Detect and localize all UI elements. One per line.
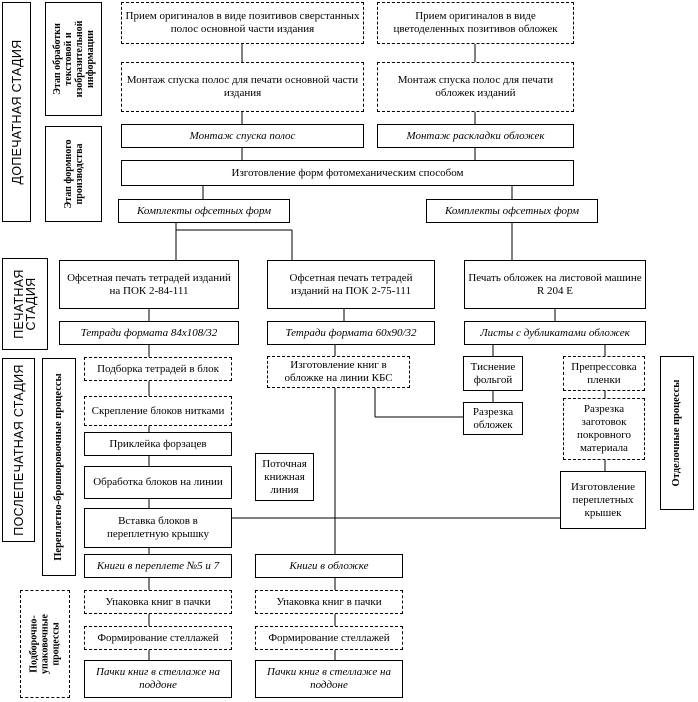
stage-prepress: ДОПЕЧАТНАЯ СТАДИЯ [2,2,31,222]
box-pack-1: Упаковка книг в пачки [84,590,232,614]
box-print-pok-75: Офсетная печать тетрадей изданий на ПОК … [267,260,435,309]
box-originals-cover: Прием оригиналов в виде цветоделенных по… [377,2,574,44]
box-montage-cover: Монтаж спуска полос для печати обложек и… [377,62,574,112]
substage-form-production: Этап формного производства [45,126,102,222]
stage-postpress: ПОСЛЕПЕЧАТНАЯ СТАДИЯ [2,358,35,542]
box-trimming: Обработка блоков на линии [84,466,232,499]
box-pack-2: Упаковка книг в пачки [255,590,403,614]
box-endpapers: Приклейка форзацев [84,432,232,456]
box-sewing: Скрепление блоков нитками [84,396,232,426]
box-print-covers: Печать обложек на листовой машине R 204 … [464,260,646,309]
substage-finishing: Отделочные процессы [660,356,694,510]
substage-binding: Переплетно-брошюровочные процессы [42,358,76,576]
box-flow-line: Поточная книжная линия [255,453,314,501]
box-pallet-1: Пачки книг в стеллаже на поддоне [84,660,232,698]
box-case-making: Изготовление переплетных крышек [560,471,646,529]
box-signatures-84: Тетради формата 84x108/32 [59,321,239,345]
box-kbs-line: Изготовление книг в обложке на линии КБС [267,356,410,388]
box-gathering: Подборка тетрадей в блок [84,357,232,381]
box-foil: Тиснение фольгой [463,356,523,391]
box-cover-material-cut: Разрезка заготовок покровного материала [563,398,645,460]
stage-print: ПЕЧАТНАЯ СТАДИЯ [2,258,48,350]
box-casing-in: Вставка блоков в переплетную крышку [84,508,232,548]
box-books-cover: Книги в обложке [255,554,403,578]
box-stack-2: Формирование стеллажей [255,626,403,650]
box-books-binding: Книги в переплете №5 и 7 [84,554,232,578]
box-form-making: Изготовление форм фотомеханическим спосо… [121,160,574,186]
substage-packing: Подборочно-упаковочные процессы [20,590,70,698]
box-film-press: Препрессовка пленки [563,356,645,391]
box-montage-main: Монтаж спуска полос для печати основной … [121,62,364,112]
box-pallet-2: Пачки книг в стеллаже на поддоне [255,660,403,698]
box-form-sets-2: Комплекты офсетных форм [426,199,598,223]
box-signatures-60: Тетради формата 60x90/32 [267,321,435,345]
substage-text-image-processing: Этап обработки текстовой и изобразительн… [45,2,102,116]
box-sheets-covers: Листы с дубликатами обложек [464,321,646,345]
box-print-pok-84: Офсетная печать тетрадей изданий на ПОК … [59,260,239,309]
box-stack-1: Формирование стеллажей [84,626,232,650]
box-montage-layout: Монтаж раскладки обложек [377,124,574,148]
box-montage-pages: Монтаж спуска полос [121,124,364,148]
box-originals-main: Прием оригиналов в виде позитивов сверст… [121,2,364,44]
box-form-sets-1: Комплекты офсетных форм [118,199,290,223]
box-cover-cut: Разрезка обложек [463,402,523,435]
